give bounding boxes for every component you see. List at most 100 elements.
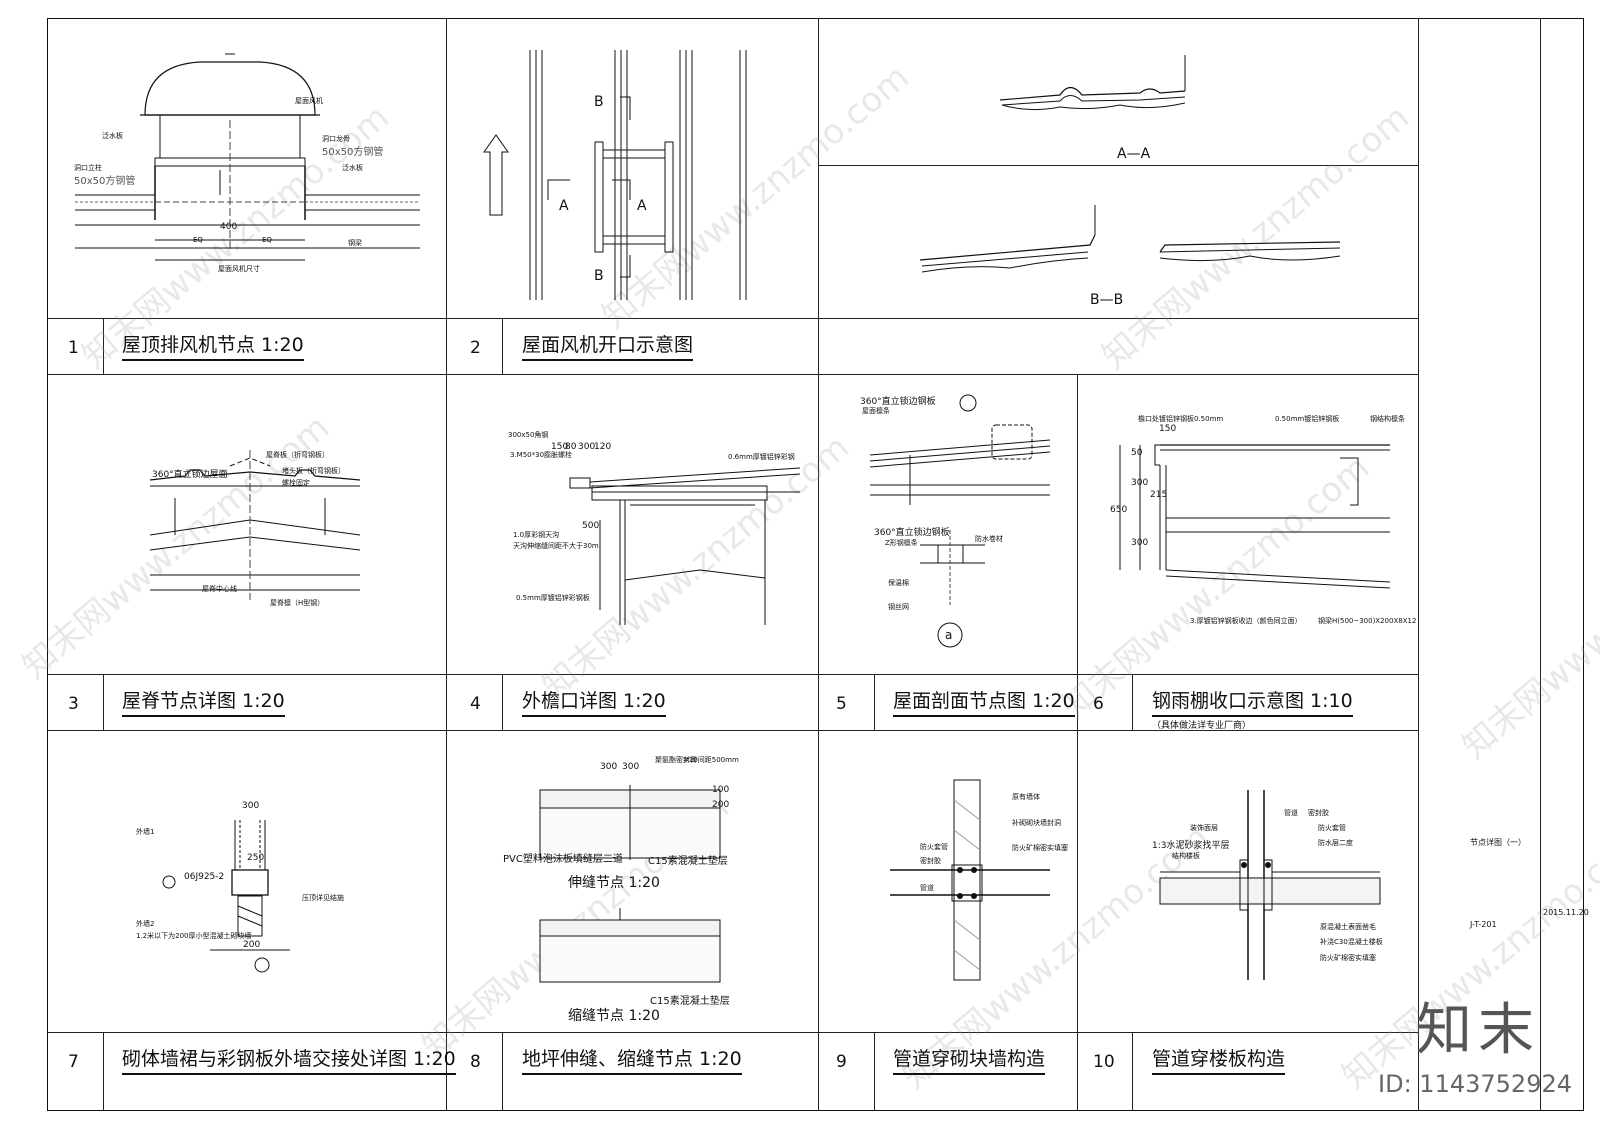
sheet-date: 2015.11.20 [1543,908,1589,917]
annotation: 天沟伸缩缝间距不大于30m [513,542,599,550]
panel-title: 管道穿砌块墙构造 [893,1044,1046,1075]
annotation: 密封胶 [920,857,941,865]
panel-number: 6 [1093,694,1104,714]
grid-line [818,374,819,1111]
panel-title: 屋脊节点详图 1:20 [122,686,285,717]
titleblock-divider [1418,18,1419,1111]
annotation: 压顶详见结施 [302,894,344,902]
annotation: 360°直立锁边屋面 [152,470,228,480]
annotation: PVC塑料泡沫板填缝层二道 [503,854,623,865]
dim-label: 650 [1110,505,1128,515]
annotation: 聚氨酯密封膏 [655,756,697,764]
grid-line [48,318,1418,319]
dim-label: 215 [1150,490,1168,500]
section-bb [919,205,1341,273]
annotation: 防火矿棉密实填塞 [1320,954,1376,962]
dim-label: 500 [582,521,600,531]
dim-label: 250 [247,853,265,863]
floor-joint-detail [539,785,721,983]
sheet-code: J-T-201 [1470,920,1497,929]
dim-label: 400 [220,222,238,232]
annotation: 屋面檩条 [862,407,890,415]
grid-line [874,1032,875,1111]
annotation: C15素混凝土垫层 [650,996,730,1007]
section-marker: B [594,94,604,110]
annotation: 50x50方钢管 [74,176,136,187]
annotation: 原混凝土表面凿毛 [1320,923,1376,931]
annotation: 1.0厚彩钢天沟 [513,531,560,539]
grid-line [103,318,104,374]
annotation: 屋面风机 [295,97,323,105]
grid-line [874,674,875,730]
panel-title: 砌体墙裙与彩钢板外墙交接处详图 1:20 [122,1044,456,1075]
masonry-wall-detail [162,820,290,973]
section-label: B—B [1090,292,1124,308]
annotation: 泛水板 [102,132,123,140]
annotation: 防火套管 [920,843,948,851]
fan-opening-plan [483,50,747,300]
annotation: 50x50方钢管 [322,147,384,158]
dim-label: 150 [1159,424,1177,434]
annotation: 钢梁 [348,239,362,247]
annotation: 檐口处镀铝锌钢板0.50mm [1138,415,1224,423]
panel-number: 8 [470,1052,481,1072]
annotation: 装饰面层 [1190,824,1218,832]
grid-line [502,674,503,730]
annotation: C15素混凝土垫层 [648,856,728,867]
annotation: 密封胶 [1308,809,1329,817]
dim-label: 300 [578,442,596,452]
dim-label: 200 [243,940,261,950]
panel-number: 10 [1093,1052,1115,1072]
annotation: 保温棉 [888,579,909,587]
annotation: 屋脊中心线 [202,585,237,593]
panel-number: 3 [68,694,79,714]
annotation: 结构楼板 [1172,852,1200,860]
annotation: 补砌砌块墙封洞 [1012,819,1061,827]
annotation: 屋面风机尺寸 [218,265,260,273]
panel-number: 2 [470,338,481,358]
dim-label: 80 [565,442,577,452]
panel-number: 9 [836,1052,847,1072]
section-marker: A [637,198,647,214]
panel-number: 5 [836,694,847,714]
annotation: 堵头板（折弯钢板） [282,467,345,475]
sheet-name: 节点详图（一） [1470,838,1526,847]
dim-label: EQ [193,236,203,244]
dim-label: 200 [712,800,730,810]
dim-label: 300 [1131,478,1149,488]
grid-line [502,1032,503,1111]
grid-line [48,730,1418,731]
annotation: 1.2米以下为200厚小型混凝土砌块墙 [136,932,252,940]
image-id: ID: 1143752924 [1378,1070,1572,1098]
panel-title: 屋面剖面节点图 1:20 [893,686,1075,717]
dim-label: 300 [242,801,260,811]
panel-title: 管道穿楼板构造 [1152,1044,1286,1075]
annotation: 防水卷材 [975,535,1003,543]
grid-line [446,18,447,1111]
panel-title: 屋顶排风机节点 1:20 [122,330,304,361]
drawing-frame [47,18,1584,1111]
section-marker: B [594,268,604,284]
annotation: 洞口龙骨 [322,135,350,143]
grid-line [48,1032,1418,1033]
panel-number: 7 [68,1052,79,1072]
dim-label: 120 [594,442,612,452]
panel-number: 4 [470,694,481,714]
section-marker: A [559,198,569,214]
pipe-wall-detail [890,779,1050,981]
titleblock-divider [1540,18,1541,1111]
panel-title: 地坪伸缝、缩缝节点 1:20 [522,1044,742,1075]
annotation: 螺栓固定 [282,479,310,487]
grid-line [1132,1032,1133,1111]
annotation: 外墙2 [136,920,155,928]
subdetail-title: 缩缝节点 1:20 [568,1008,660,1024]
annotation: 0.6mm厚镀铝锌彩钢 [728,453,795,461]
roof-fan-detail [75,53,420,261]
annotation: 原有墙体 [1012,793,1040,801]
grid-line [1077,374,1078,1111]
dim-label: 300 [1131,538,1149,548]
grid-line [103,1032,104,1111]
annotation: 洞口立柱 [74,164,102,172]
dim-label: 50 [1131,448,1143,458]
dim-label: EQ [262,236,272,244]
